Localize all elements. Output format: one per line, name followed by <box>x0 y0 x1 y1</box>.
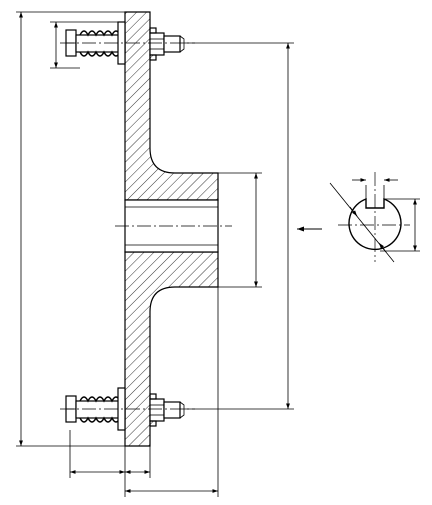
nut-top <box>149 32 165 56</box>
dimensions <box>16 11 294 497</box>
dim-bore-diameter <box>378 242 387 253</box>
disc-upper-section <box>124 11 219 201</box>
nut-bottom <box>149 398 165 422</box>
hub-section <box>124 11 219 447</box>
disc-lower-section <box>124 251 219 447</box>
keyway-detail <box>329 172 420 263</box>
bolt-tip-bottom <box>163 401 181 419</box>
bolt-tip-top <box>163 35 181 53</box>
shaft-bore-circle <box>348 197 402 251</box>
center-lines <box>60 42 232 410</box>
